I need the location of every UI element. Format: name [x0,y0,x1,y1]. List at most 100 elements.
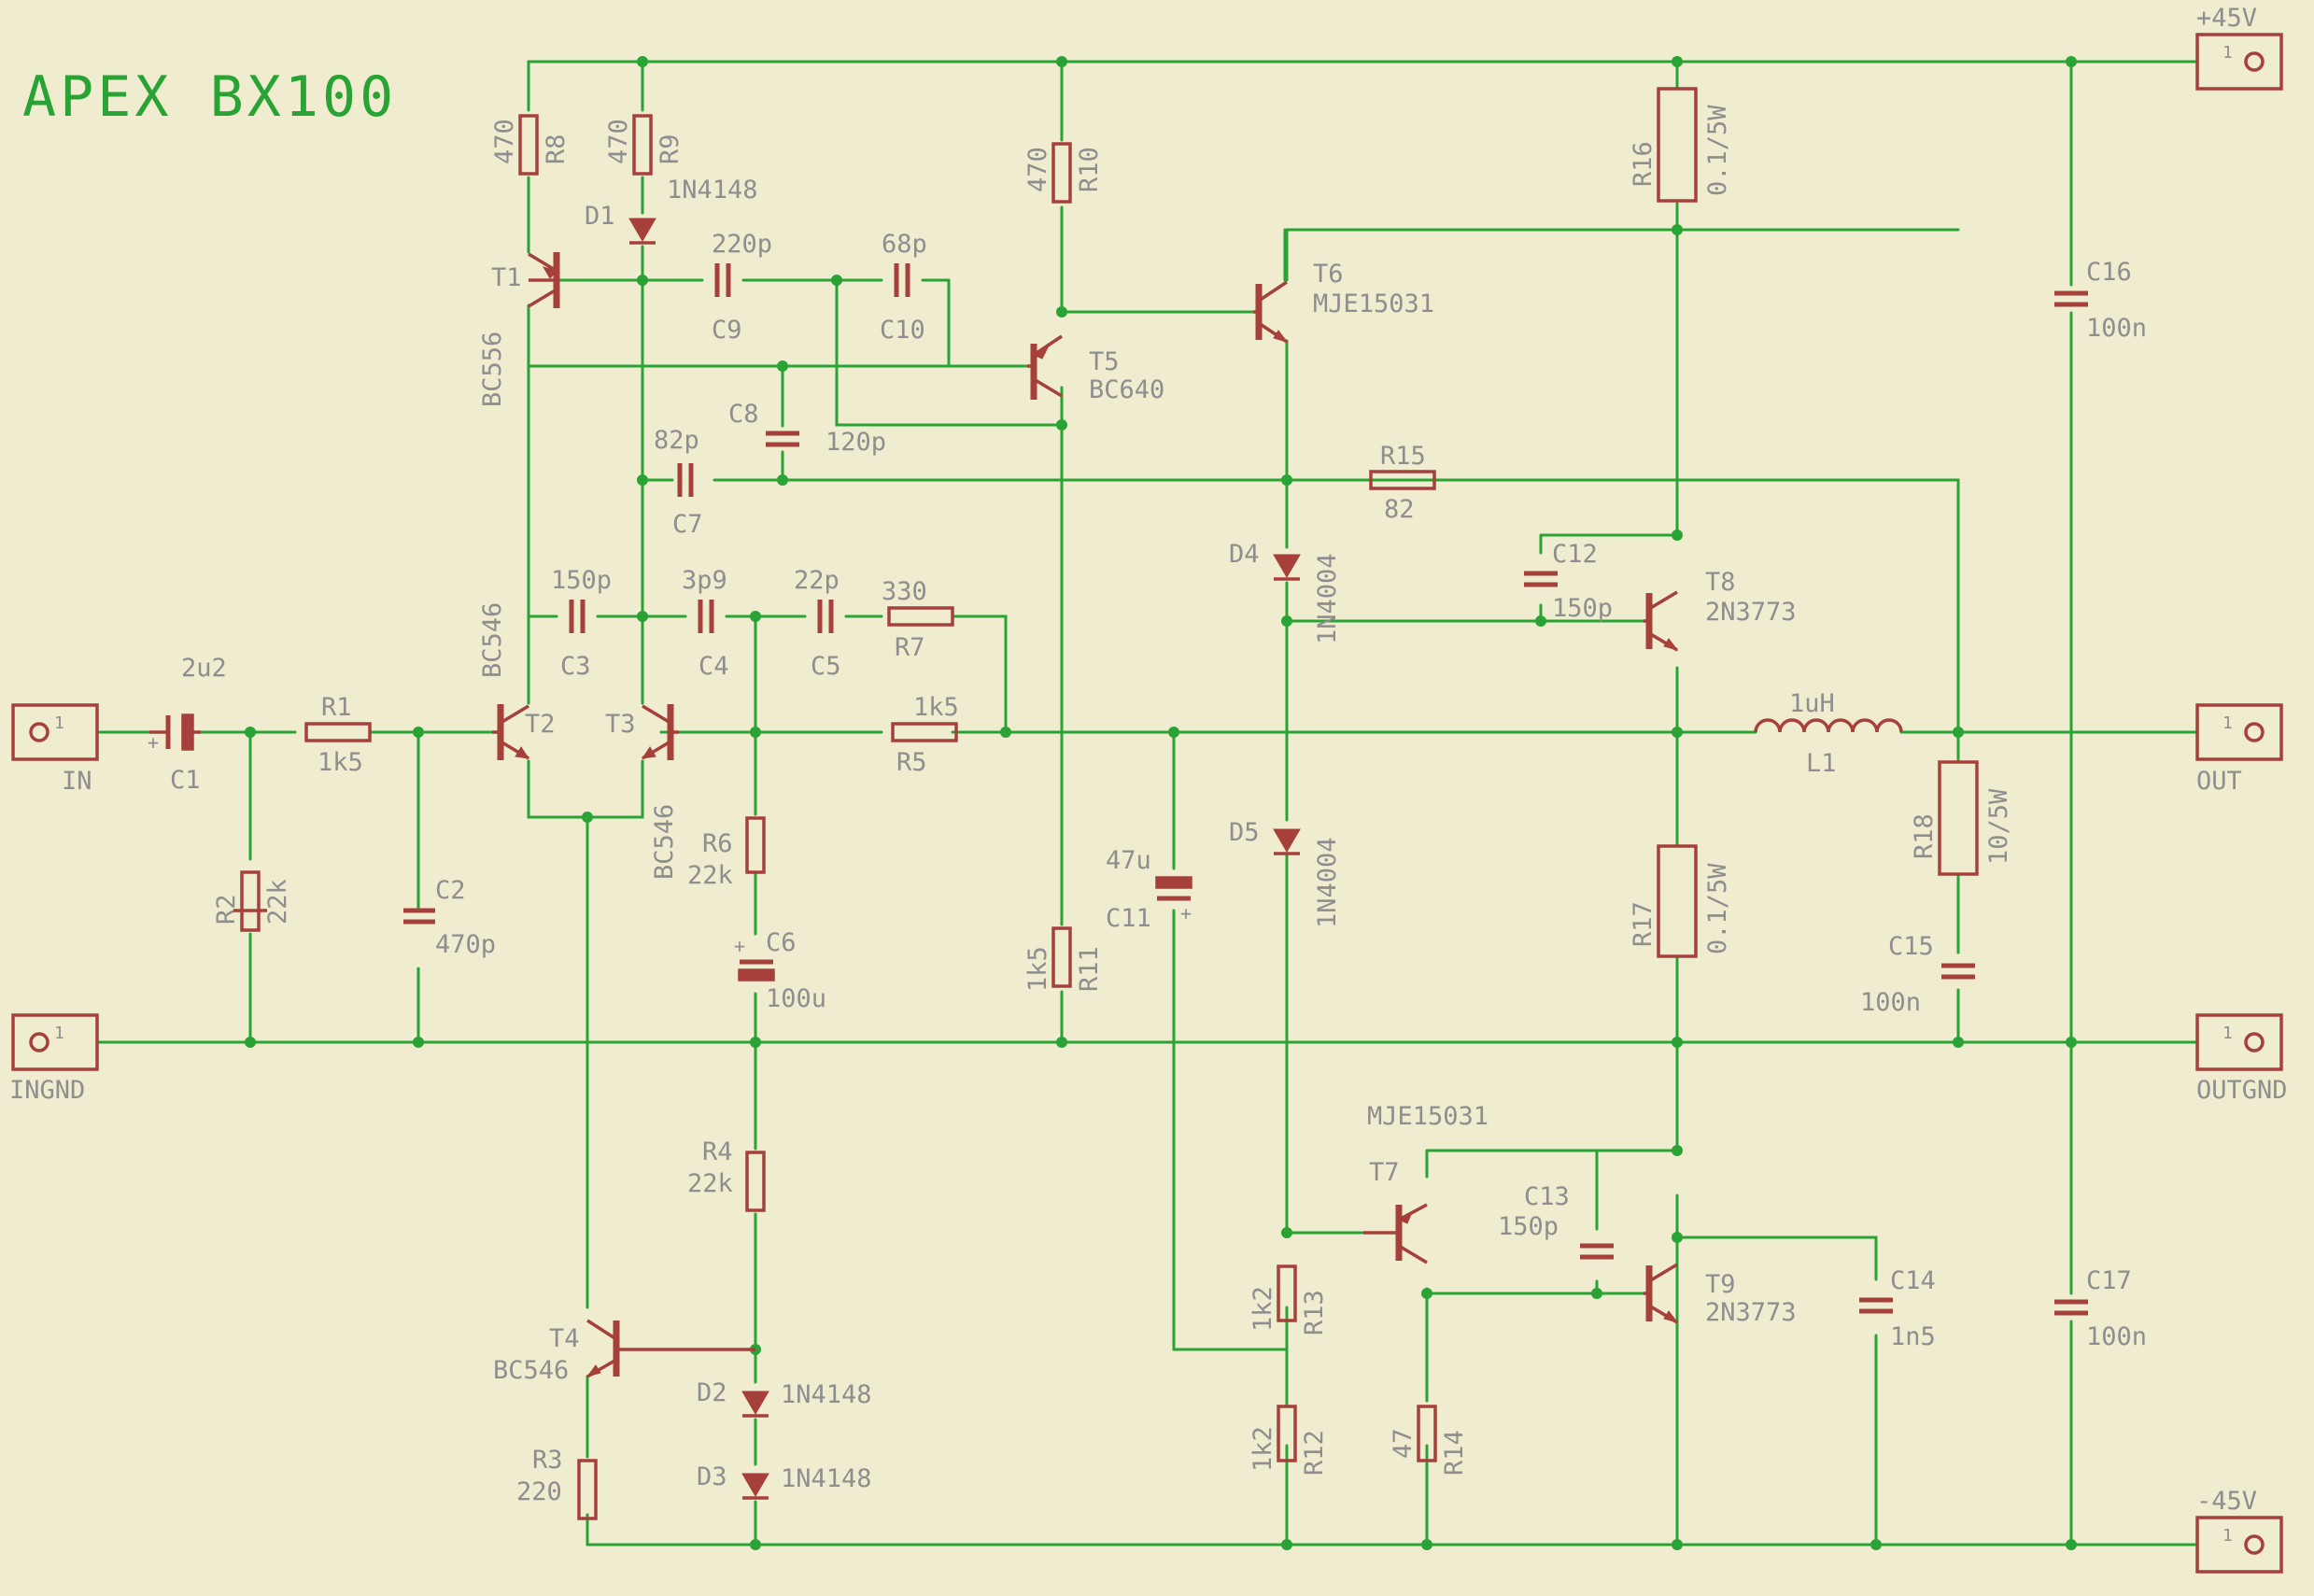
connector-in[interactable]: 1 IN [11,703,99,796]
r7-ref: R7 [895,633,925,662]
resistor-r14[interactable]: 47 R14 [1389,1405,1469,1476]
transistor-t9[interactable]: T9 2N3773 [1644,1263,1797,1327]
r6-ref: R5 [896,748,927,777]
resistor-r2[interactable]: R2 22k [212,870,292,932]
transistor-t8[interactable]: T8 2N3773 [1644,568,1797,652]
capacitor-c5-ref: C5 [811,652,841,681]
capacitor-c6[interactable]: + C6 100u [734,928,826,1013]
resistor-r16[interactable]: R16 0.1/5W [1629,87,1732,203]
resistor-r3[interactable]: R3 220 [516,1446,598,1520]
resistor-r8-value: 470 [490,119,519,164]
diode-d1[interactable]: D1 1N4148 [585,176,758,245]
transistor-t8-ref: T8 [1705,568,1736,597]
resistor-r10[interactable]: 470 R10 [1023,142,1104,204]
resistor-r12-ref: R12 [1300,1430,1329,1476]
capacitor-c15[interactable]: C15 100n [1860,932,1975,1017]
capacitor-c13-ref: C13 [1524,1182,1570,1211]
resistor-r5[interactable]: R6 22k [687,816,766,890]
resistor-r4-value: 22k [687,1169,733,1198]
diode-d4[interactable]: D4 1N4004 [1229,540,1342,644]
resistor-r11[interactable]: 1k5 R11 [1023,926,1104,992]
diode-d2[interactable]: D2 1N4148 [697,1378,872,1418]
connector-ingnd[interactable]: 1 INGND [9,1013,99,1105]
resistor-r9[interactable]: 470 R9 [604,114,684,176]
resistor-r3-value: 220 [516,1477,562,1506]
connector-ingnd-label: INGND [9,1076,85,1105]
capacitor-c5-value: 22p [794,566,840,595]
capacitor-c2[interactable]: C2 470p [233,876,496,959]
resistor-r10-value: 470 [1023,147,1052,192]
connector-plus45v-text: 1 [2222,43,2233,63]
resistor-r15[interactable]: R15 82 [1369,442,1436,524]
capacitor-c14[interactable]: C14 1n5 [1859,1266,1936,1351]
transistor-t2-ref: T2 [525,710,556,739]
capacitor-c17-ref: C17 [2086,1266,2132,1295]
resistor-r18[interactable]: R18 10/5W [1910,760,2013,876]
capacitor-c10[interactable]: C10 68p [880,230,927,345]
connector-outgnd[interactable]: 1 OUTGND [2195,1013,2288,1105]
capacitor-c16[interactable]: C16 100n [2054,258,2147,343]
capacitor-c1[interactable]: + C1 2u2 [148,654,227,795]
capacitor-c15-value: 100n [1860,988,1921,1017]
capacitor-c14-ref: C14 [1890,1266,1936,1295]
transistor-t9-value: 2N3773 [1705,1298,1797,1327]
capacitor-c4[interactable]: C4 3p9 [682,566,729,681]
capacitor-c13[interactable]: C13 150p [1498,1182,1614,1260]
capacitor-c14-value: 1n5 [1890,1322,1936,1351]
capacitor-c12[interactable]: C12 150p [1524,540,1613,623]
diode-d3-value: 1N4148 [781,1464,872,1493]
connector-minus45v[interactable]: 1 -45V [2195,1487,2283,1574]
capacitor-c9-ref: C9 [712,316,742,345]
capacitor-c8-ref: C8 [728,400,759,429]
transistor-t1[interactable]: T1 BC556 [478,252,560,407]
resistor-r17-ref: R17 [1629,901,1658,947]
diode-d5[interactable]: D5 1N4004 [1229,818,1342,928]
resistor-r8[interactable]: 470 R8 [490,114,571,176]
capacitor-c13-value: 150p [1498,1212,1559,1241]
capacitor-c5[interactable]: C5 22p [794,566,841,681]
transistor-t7-ref: T7 [1369,1158,1400,1187]
transistor-t6[interactable]: T6 MJE15031 [1253,260,1434,344]
transistor-t3[interactable]: T3 BC546 [605,704,679,880]
capacitor-c3[interactable]: C3 150p [551,566,612,681]
inductor-l1[interactable]: L1 1uH [1754,689,1903,778]
resistor-r10-ref: R10 [1075,147,1104,192]
capacitor-c8[interactable]: C8 120p [728,400,886,457]
capacitor-c9[interactable]: C9 220p [712,230,772,345]
capacitor-c7[interactable]: C7 82p [654,426,703,539]
capacitor-c7-ref: C7 [672,510,703,539]
resistor-r18-value: 10/5W [1984,788,2013,865]
connector-plus45v[interactable]: 1 +45V [2195,4,2283,91]
capacitor-c17[interactable]: C17 100n [2054,1266,2147,1351]
resistor-r12-value: 1k2 [1249,1426,1277,1472]
resistor-r16-value: 0.1/5W [1703,105,1732,196]
resistor-r1[interactable]: R1 1k5 [304,693,372,777]
transistor-t4-value: BC546 [493,1356,569,1385]
connector-out[interactable]: 1 OUT [2195,703,2283,796]
schematic-title: APEX BX100 [22,64,397,130]
resistor-r17[interactable]: R17 0.1/5W [1629,844,1732,958]
resistor-r6[interactable]: R5 1k5 [891,693,959,777]
resistor-r7[interactable]: R7 330 [882,577,954,662]
capacitor-c11[interactable]: + C11 47u [1106,846,1192,933]
transistor-t4[interactable]: T4 BC546 [493,1319,755,1385]
resistor-r13[interactable]: 1k2 R13 [1249,1264,1329,1335]
r15-value: 82 [1384,495,1415,524]
connector-out-label: OUT [2196,767,2242,796]
transistor-t2[interactable]: T2 BC546 [478,602,556,760]
wires [95,60,2199,1547]
transistor-t5[interactable]: T5 BC640 [1027,334,1164,404]
capacitor-c8-value: 120p [825,428,886,457]
connector-ingnd-text: 1 [54,1024,64,1043]
diode-d2-ref: D2 [697,1378,727,1407]
capacitor-c1-value: 2u2 [181,654,227,683]
transistor-t7[interactable]: T7 MJE15031 [1363,1102,1489,1264]
capacitor-c4-value: 3p9 [682,566,727,595]
capacitor-c12-ref: C12 [1552,540,1598,569]
resistor-r4[interactable]: R4 22k [687,1137,766,1212]
connector-plus45v-label: +45V [2196,4,2257,33]
diode-d3[interactable]: D3 1N4148 [697,1462,872,1500]
capacitor-c3-value: 150p [551,566,612,595]
resistor-r12[interactable]: 1k2 R12 [1249,1405,1329,1476]
